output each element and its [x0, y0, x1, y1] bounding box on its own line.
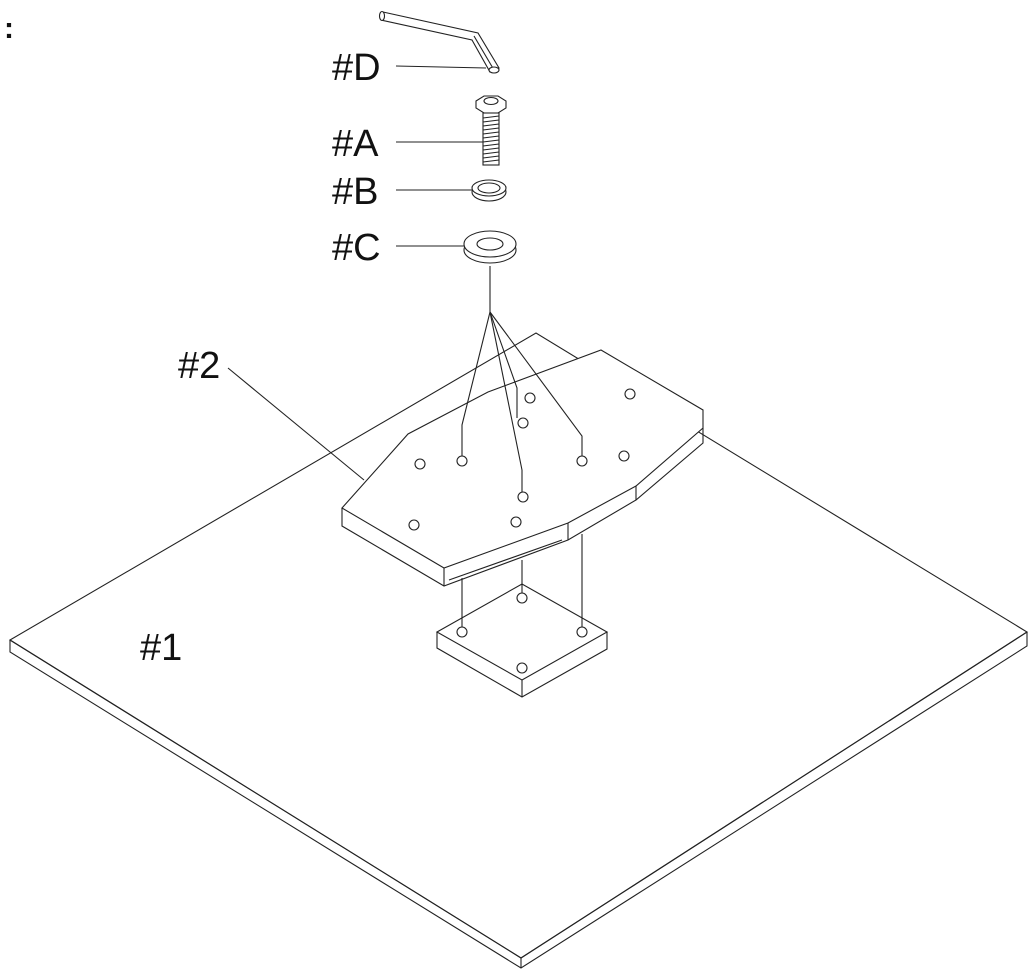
lock-washer — [471, 179, 507, 202]
plate-hole — [510, 516, 522, 528]
flat-washer — [463, 230, 517, 264]
plate-hole — [517, 491, 529, 503]
plate-hole — [624, 388, 636, 400]
label-flat-washer: #C — [332, 227, 381, 269]
hex-key — [378, 10, 500, 74]
mounting-pad — [435, 583, 609, 698]
label-base-plate: #1 — [140, 627, 182, 669]
corner-mark: : — [4, 12, 14, 45]
plate-hole — [524, 392, 536, 404]
alignment-lines — [461, 534, 583, 627]
label-lock-washer: #B — [332, 171, 378, 213]
pad-hole — [576, 626, 588, 638]
plate-hole — [408, 519, 420, 531]
label-hex-key: #D — [332, 47, 381, 89]
plate-hole — [517, 417, 529, 429]
pad-hole — [516, 592, 528, 604]
pad-hole — [516, 662, 528, 674]
top-plate — [341, 349, 704, 587]
callout-leaders — [227, 65, 487, 481]
plate-hole — [414, 458, 426, 470]
hex-bolt — [475, 95, 507, 166]
fastener-leader-lines — [461, 266, 583, 492]
plate-hole — [456, 455, 468, 467]
plate-hole — [618, 450, 630, 462]
plate-hole — [576, 455, 588, 467]
pad-hole — [456, 626, 468, 638]
label-bolt: #A — [332, 123, 379, 165]
label-top-plate: #2 — [178, 345, 220, 387]
